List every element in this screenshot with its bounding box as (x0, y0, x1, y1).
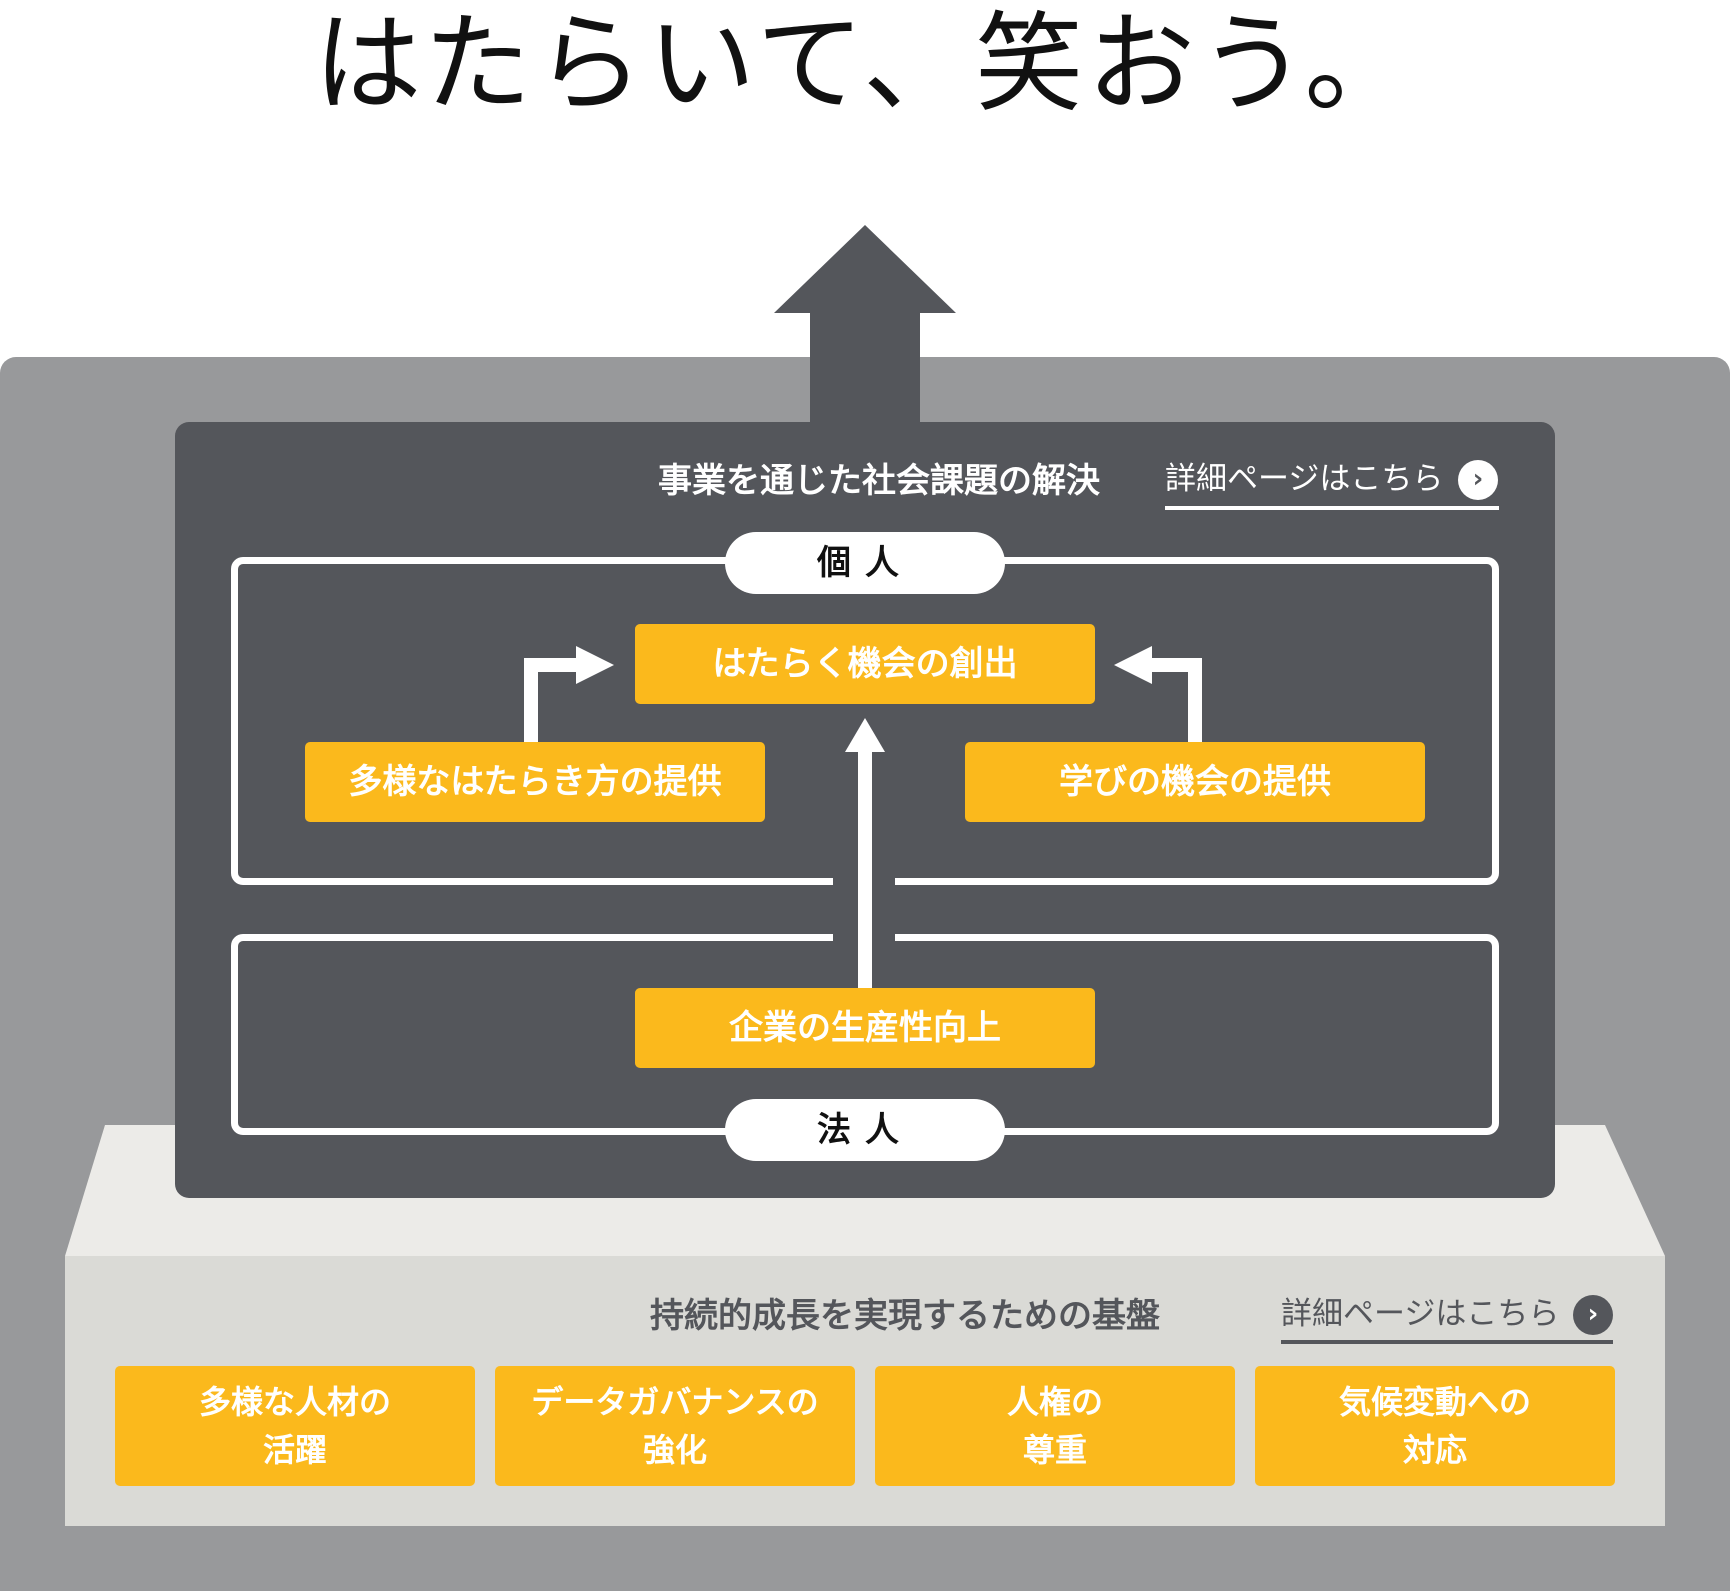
left-arrow-head (576, 646, 614, 684)
center-up-arrow-shaft (858, 748, 872, 990)
foundation-section-title: 持続的成長を実現するための基盤 (650, 1296, 1160, 1336)
foundation-item-line2: 対応 (1402, 1431, 1467, 1469)
right-arrow-vertical (1188, 658, 1202, 742)
chevron-right-icon[interactable]: › (1458, 460, 1498, 500)
chevron-right-icon[interactable]: › (1573, 1295, 1613, 1335)
right-arrow-head (1114, 646, 1152, 684)
foundation-item-line2: 尊重 (1022, 1431, 1087, 1469)
foundation-item-line1: データガバナンスの (531, 1383, 819, 1421)
foundation-item-data-governance: データガバナンスの 強化 (495, 1366, 855, 1486)
left-arrow-vertical (524, 658, 538, 742)
right-arrow-horizontal (1150, 658, 1202, 672)
left-arrow-horizontal (524, 658, 576, 672)
social-section-title: 事業を通じた社会課題の解決 (658, 461, 1100, 501)
foundation-item-diverse-talent: 多様な人材の 活躍 (115, 1366, 475, 1486)
foundation-item-line1: 人権の (1006, 1383, 1103, 1421)
diverse-workstyle-box: 多様なはたらき方の提供 (305, 742, 765, 822)
work-opportunity-box: はたらく機会の創出 (635, 624, 1095, 704)
foundation-item-human-rights: 人権の 尊重 (875, 1366, 1235, 1486)
foundation-item-line2: 強化 (642, 1431, 707, 1469)
social-detail-link[interactable]: 詳細ページはこちら (1165, 461, 1444, 497)
social-link-underline (1165, 506, 1499, 510)
growth-arrow-shape (774, 225, 956, 430)
corporate-label: 法人 (725, 1099, 1005, 1161)
productivity-box: 企業の生産性向上 (635, 988, 1095, 1068)
foundation-item-climate: 気候変動への 対応 (1255, 1366, 1615, 1486)
headline: はたらいて、笑おう。 (313, 2, 1417, 127)
individual-label: 個人 (725, 532, 1005, 594)
foundation-link-underline (1281, 1340, 1613, 1344)
foundation-item-line2: 活躍 (262, 1431, 327, 1469)
learning-opportunity-box: 学びの機会の提供 (965, 742, 1425, 822)
foundation-item-line1: 気候変動への (1338, 1383, 1531, 1421)
foundation-item-line1: 多様な人材の (198, 1383, 391, 1421)
foundation-detail-link[interactable]: 詳細ページはこちら (1281, 1296, 1560, 1332)
center-up-arrow-head (845, 718, 885, 752)
